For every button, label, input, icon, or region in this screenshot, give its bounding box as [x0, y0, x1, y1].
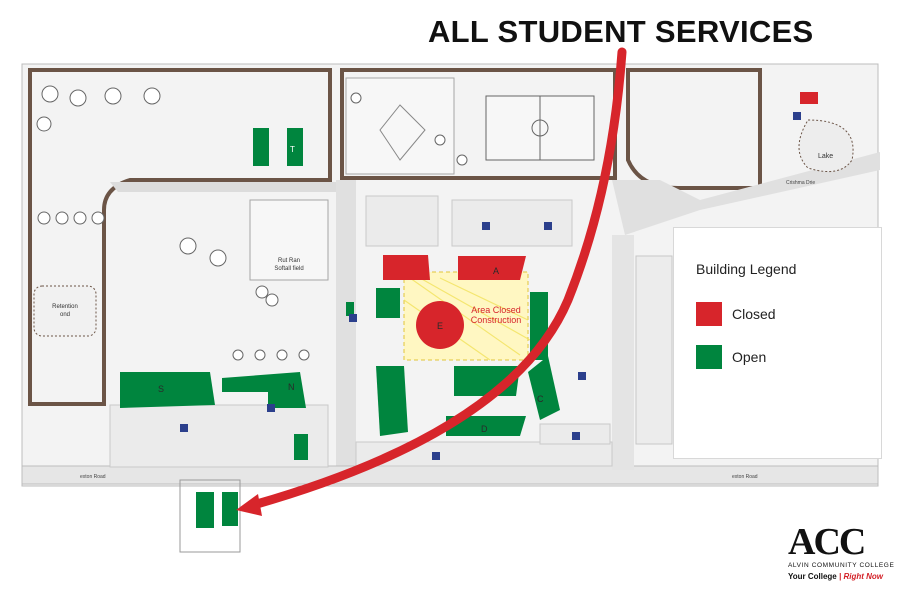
parking-icons — [180, 112, 801, 460]
building-r-closed — [800, 92, 818, 104]
road-horizontal-mid — [110, 182, 340, 192]
lake-label: Lake — [818, 153, 833, 160]
building-n-open — [222, 372, 306, 408]
baseball-diamond — [379, 104, 426, 161]
parking-lot-south-west — [109, 404, 329, 468]
legend-closed-swatch — [696, 302, 722, 326]
building-open-south-2 — [222, 492, 238, 526]
parking-lot-north-east — [451, 199, 573, 247]
logo-tag-accent: | Right Now — [838, 572, 883, 581]
road-diagonal-right — [612, 152, 880, 235]
acc-logo: ACC ALVIN COMMUNITY COLLEGE Your College… — [780, 520, 894, 584]
building-d-label: D — [481, 424, 488, 434]
building-e-closed — [416, 301, 464, 349]
building-a-closed — [458, 256, 526, 280]
legend-open-swatch — [696, 345, 722, 369]
road-right-vertical — [612, 235, 634, 470]
building-legend: Building Legend Closed Open — [673, 227, 882, 459]
building-e-label: E — [437, 321, 443, 331]
legend-title: Building Legend — [696, 261, 797, 277]
building-t-label: T — [290, 145, 295, 154]
building-open-south-1 — [196, 492, 214, 528]
perimeter-road-left — [28, 68, 332, 406]
south-annex — [179, 479, 241, 553]
logo-mark: ACC — [788, 521, 866, 563]
page-title: ALL STUDENT SERVICES — [428, 14, 814, 49]
building-s-label: S — [158, 384, 164, 394]
student-services-arrowhead — [236, 494, 262, 516]
closure-label-1: Area Closed — [471, 305, 521, 315]
building-open-small-3 — [294, 434, 308, 460]
student-services-arrow — [245, 47, 627, 511]
softball-field-label: Rut Ran — [278, 258, 300, 264]
softball-field — [249, 199, 329, 281]
building-t-2 — [287, 128, 303, 166]
building-n-label: N — [288, 382, 295, 392]
logo-tag-plain: Your College — [788, 572, 837, 581]
legend-open-label: Open — [732, 349, 767, 365]
parking-lot-north — [365, 195, 439, 247]
building-open-small-1 — [376, 288, 400, 318]
perimeter-road-top — [340, 68, 617, 180]
legend-closed-label: Closed — [732, 306, 776, 322]
right-parking-strip — [635, 255, 673, 445]
right-drive-label: Crishma Drie — [786, 180, 815, 186]
building-open-small-2 — [346, 302, 354, 316]
building-t-1 — [253, 128, 269, 166]
building-a-north-closed — [383, 255, 430, 280]
building-a-label: A — [493, 266, 499, 276]
closure-label-2: Construction — [471, 315, 522, 325]
logo-tagline: Your College | Right Now — [788, 572, 883, 581]
building-c-label: C — [537, 394, 544, 404]
bottom-road-label: exton Road — [80, 474, 106, 480]
lake — [798, 119, 854, 173]
retention-pond — [33, 285, 97, 337]
building-s-open — [120, 372, 215, 408]
building-d-open — [446, 416, 526, 436]
softball-field-label-2: Softall field — [274, 266, 303, 272]
logo-college-name: ALVIN COMMUNITY COLLEGE — [788, 562, 895, 569]
retention-pond-label-2: ond — [60, 312, 70, 318]
trees — [36, 85, 468, 361]
bottom-road-label-2: exton Road — [732, 474, 758, 480]
baseball-field — [345, 77, 455, 175]
retention-pond-label: Retention — [52, 304, 78, 310]
building-open-west — [376, 366, 408, 436]
road-vertical-center — [336, 180, 356, 472]
building-c2-open — [528, 356, 560, 420]
